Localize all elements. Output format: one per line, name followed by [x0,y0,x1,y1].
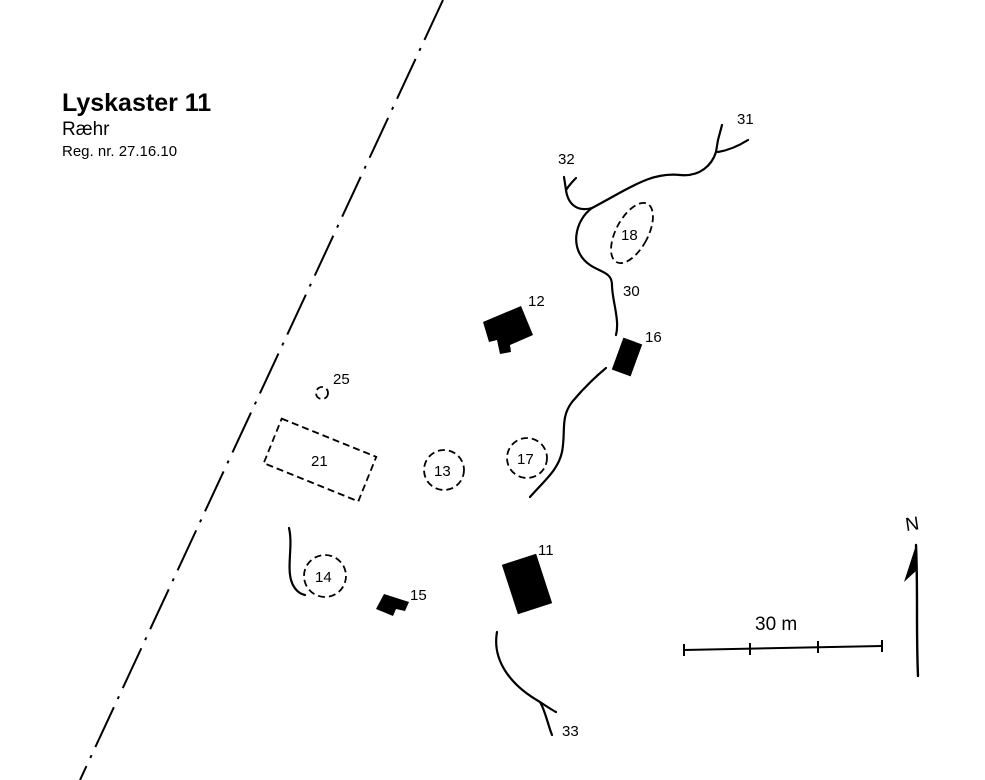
label-building-15: 15 [410,587,427,604]
track-west-line [287,526,307,597]
pit-18-outline [610,202,654,264]
scale-label: 30 m [755,614,797,635]
north-arrow [904,543,920,678]
label-pit-25: 25 [333,371,350,388]
label-pit-18: 18 [621,227,638,244]
map-title: Lyskaster 11 [62,89,212,117]
track-30-line [575,206,619,337]
building-16 [611,337,643,377]
label-building-16: 16 [645,329,662,346]
building-11 [501,553,553,615]
track-33-line [495,630,558,737]
label-enclosure-21: 21 [311,453,328,470]
label-pit-14: 14 [315,569,332,586]
label-track-32: 32 [558,151,575,168]
label-track-33: 33 [562,723,579,740]
label-building-11: 11 [538,542,554,559]
label-track-31: 31 [737,111,754,128]
track-31-line [590,123,750,210]
pit-13-outline [423,449,465,491]
label-track-30: 30 [623,283,640,300]
label-pit-17: 17 [517,451,534,468]
scale-bar [683,640,883,656]
map-subtitle: Ræhr [62,119,110,140]
track-32-line [562,175,594,211]
registration-number: Reg. nr. 27.16.10 [62,143,178,160]
label-building-12: 12 [528,293,545,310]
pit-25-outline [315,386,329,400]
building-12 [483,306,533,354]
pit-14-outline [303,554,347,598]
building-15 [376,594,409,616]
boundary-line [79,0,444,780]
pit-17-outline [506,437,548,479]
north-label: N [904,513,921,536]
label-pit-13: 13 [434,463,451,480]
track-south-line [528,366,608,499]
title-block: Lyskaster 11 Ræhr Reg. nr. 27.16.10 [62,88,211,162]
